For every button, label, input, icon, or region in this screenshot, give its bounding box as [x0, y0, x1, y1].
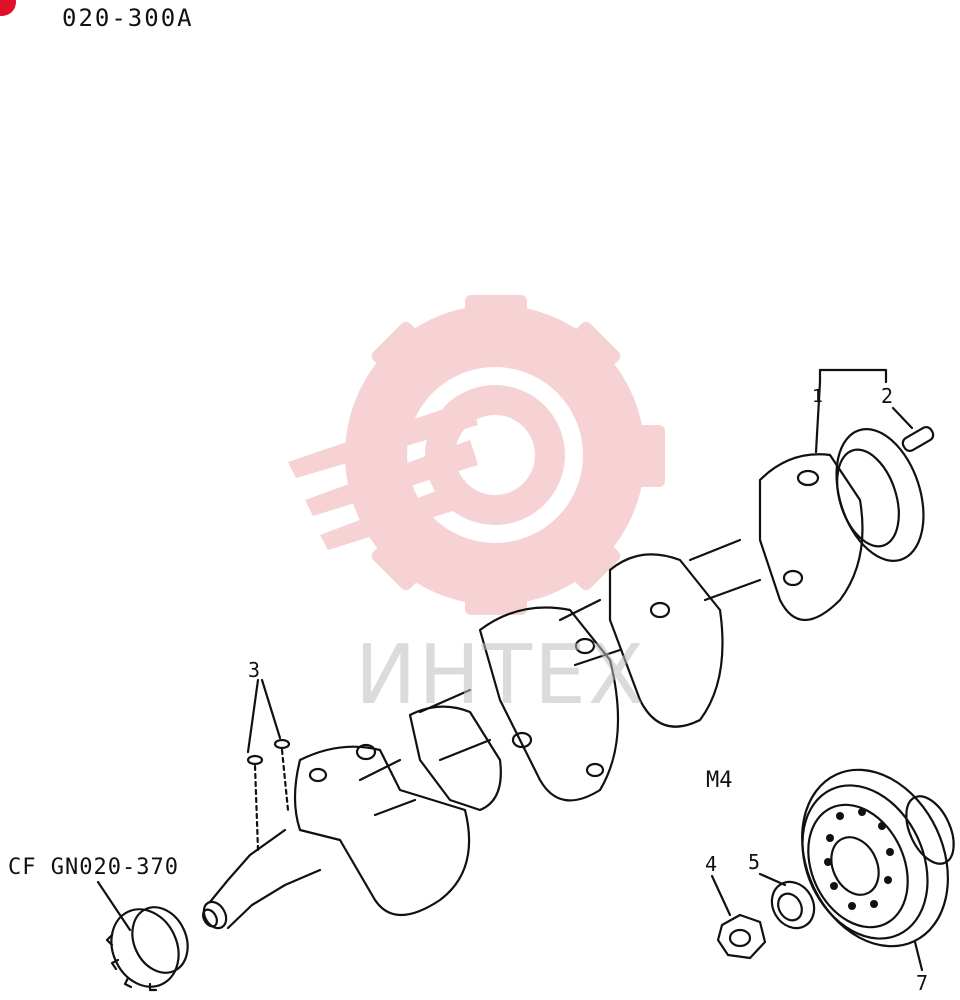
dowel-pin — [891, 406, 935, 452]
crankshaft — [202, 428, 925, 930]
page-code: 020-300A — [62, 4, 194, 32]
woodruff-keys — [246, 678, 291, 852]
callout-2: 2 — [881, 384, 894, 408]
callout-4: 4 — [705, 852, 718, 876]
watermark-gear-logo — [288, 295, 665, 615]
callout-7: 7 — [916, 971, 929, 995]
cross-reference: CF GN020-370 — [8, 855, 179, 880]
engine-variant-label: M4 — [706, 768, 733, 793]
watermark-text: ИНТЕХ — [355, 628, 647, 723]
crank-nut — [710, 874, 767, 960]
callout-5: 5 — [748, 850, 761, 874]
crank-washer — [758, 872, 816, 930]
crank-pulley — [801, 768, 955, 972]
callout-3: 3 — [248, 658, 261, 682]
callout-1-bracket — [814, 368, 888, 454]
callout-1: 1 — [812, 386, 823, 407]
crank-gear — [96, 880, 189, 992]
